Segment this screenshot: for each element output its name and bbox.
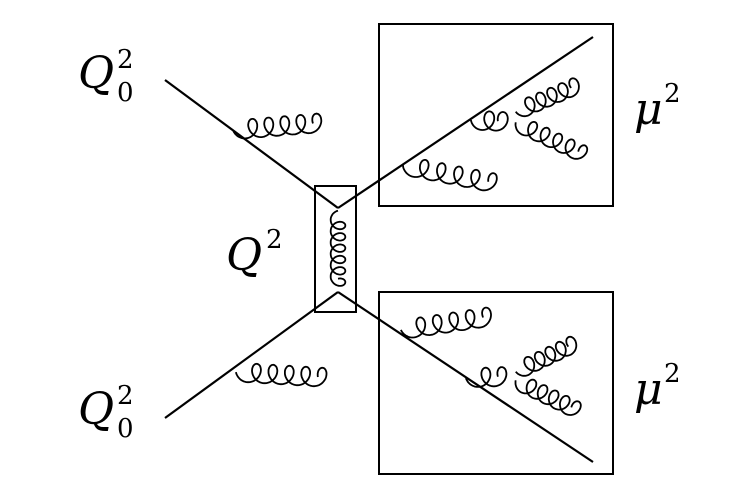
gluon-upper-lower <box>402 159 498 192</box>
q-center-label: Q <box>226 230 262 281</box>
outgoing-line-bottom <box>337 291 594 463</box>
mu-bottom-sup: 2 <box>664 359 681 389</box>
gluon-lower-upper <box>400 306 492 339</box>
gluon-lower-down <box>514 378 582 416</box>
mu-bottom-label: μ <box>634 364 663 415</box>
gluon-exchange <box>329 209 347 287</box>
mu-top-label: μ <box>634 84 663 135</box>
gluon-top-left <box>232 112 323 140</box>
q0-top-sup: 2 <box>117 45 134 75</box>
exchange-box <box>314 185 357 313</box>
q0-bottom-label: Q <box>78 384 114 435</box>
gluon-lower-mid <box>465 366 508 388</box>
gluon-upper-mid <box>470 110 509 132</box>
q-center-sup: 2 <box>266 225 283 255</box>
incoming-line-bottom <box>164 291 339 419</box>
gluon-lower-up <box>515 335 578 377</box>
q0-top-label: Q <box>78 48 114 99</box>
incoming-line-top <box>164 79 339 209</box>
upper-region-box <box>378 23 614 207</box>
gluon-upper-down <box>514 121 589 160</box>
gluon-bottom-left <box>235 362 328 388</box>
lower-region-box <box>378 291 614 475</box>
q0-bottom-sup: 2 <box>117 381 134 411</box>
q0-top-sub: 0 <box>117 78 134 108</box>
mu-top-sup: 2 <box>664 79 681 109</box>
outgoing-line-top <box>337 36 594 209</box>
q0-bottom-sub: 0 <box>117 414 134 444</box>
gluon-upper-up <box>515 77 580 118</box>
